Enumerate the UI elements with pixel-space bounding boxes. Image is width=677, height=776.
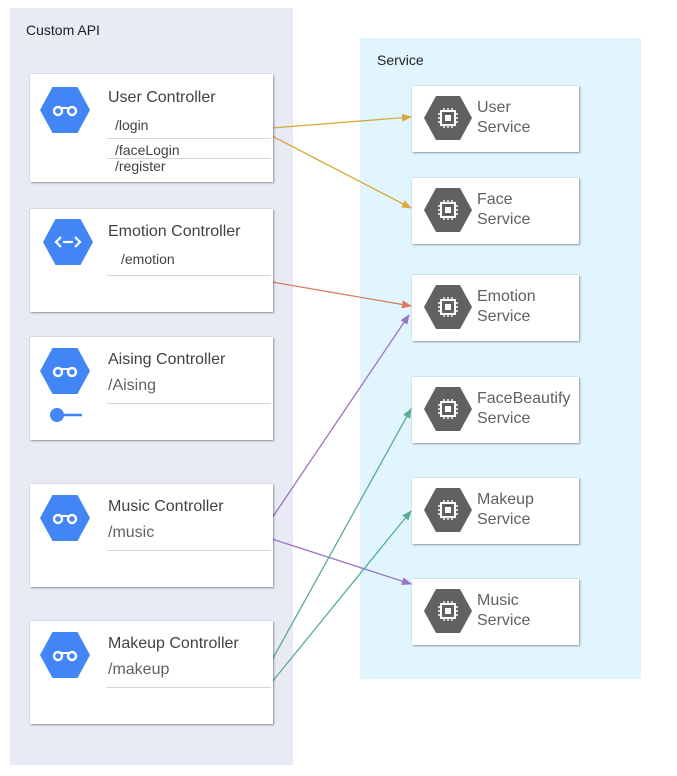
edge-music-to-emotion-service [271,314,410,519]
divider [107,158,271,159]
divider [107,687,271,688]
edge-user-to-user-service [271,113,412,129]
route-makeup: /makeup [108,661,170,678]
api-endpoints-icon [40,632,90,678]
route-login: /login [115,117,149,133]
controller-title: Emotion Controller [108,223,241,240]
api-endpoints-icon [40,87,90,133]
edge-music-to-music-service [271,538,412,586]
compute-chip-icon [424,96,472,140]
compute-chip-icon [424,188,472,232]
endpoint-pin-icon [50,408,82,422]
divider [107,550,271,551]
compute-chip-icon [424,387,472,431]
controller-title: Music Controller [108,498,224,515]
compute-chip-icon [424,488,472,532]
edge-user-to-face-service [271,135,412,209]
code-arrows-icon [43,219,93,265]
api-endpoints-icon [40,495,90,541]
edge-emotion-to-emotion-service [271,281,412,309]
route-music: /music [108,524,155,541]
divider [107,138,271,139]
compute-chip-icon [424,589,472,633]
makeup-controller-card[interactable]: Makeup Controller /makeup [30,621,273,724]
emotion-controller-card[interactable]: Emotion Controller /emotion [30,209,273,312]
aising-controller-card[interactable]: Aising Controller /Aising [30,337,273,440]
divider [107,403,271,404]
route-facelogin: /faceLogin [115,142,180,158]
controller-title: Aising Controller [108,351,226,368]
edge-makeup-to-makeup-service [271,510,412,683]
compute-chip-icon [424,285,472,329]
custom-api-label: Custom API [26,22,100,38]
route-register: /register [115,158,166,174]
user-controller-card[interactable]: User Controller /login /faceLogin /regis… [30,74,273,182]
music-controller-card[interactable]: Music Controller /music [30,484,273,587]
service-label: Service [377,52,424,68]
controller-title: Makeup Controller [108,635,239,652]
controller-title: User Controller [108,89,216,106]
edge-makeup-to-facebeautify-service [271,408,412,661]
divider [107,275,271,276]
route-emotion: /emotion [121,251,175,267]
route-aising: /Aising [108,377,157,394]
api-endpoints-icon [40,348,90,394]
